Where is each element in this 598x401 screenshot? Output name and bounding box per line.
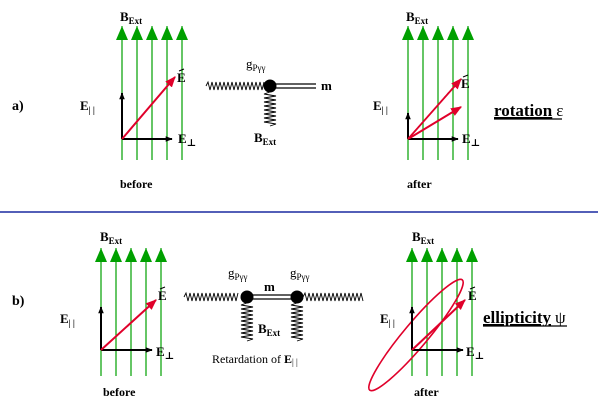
row-b-label: b) — [12, 294, 25, 309]
e-vector-label: E — [177, 70, 186, 85]
field-lines — [402, 26, 474, 160]
e-perp-label: E⊥ — [462, 131, 480, 149]
e-parallel-label: E| | — [80, 98, 95, 115]
after-label: after — [407, 177, 432, 191]
panel-a-before: BExt E| | E⊥ E before — [80, 9, 196, 191]
e-vector-arrow — [121, 76, 176, 140]
e-vector-label: E — [461, 76, 470, 91]
b-ext-label: BExt — [412, 229, 434, 246]
photon-spring-down-left — [240, 302, 254, 342]
before-label: before — [103, 385, 136, 399]
field-lines — [406, 248, 478, 376]
photon-spring-down-right — [290, 302, 304, 342]
panel-b-after: BExt E| | E⊥ E after — [368, 229, 484, 399]
after-label: after — [414, 385, 439, 399]
photon-spring-left — [183, 291, 239, 302]
e-vector-label: E — [158, 288, 167, 303]
vertex-dot — [263, 79, 277, 93]
b-ext-label: BExt — [406, 9, 428, 26]
photon-spring-left — [205, 80, 265, 91]
coupling-label-left: gPγγ — [228, 265, 247, 282]
e-vector-arrow — [100, 299, 157, 351]
panel-b-before: BExt E| | E⊥ E before — [60, 229, 174, 399]
mass-label: m — [321, 78, 332, 93]
panel-a-after: BExt E| | E⊥ E after — [373, 9, 480, 191]
photon-spring-down — [263, 91, 277, 127]
coupling-label: gPγγ — [246, 56, 265, 73]
row-a-label: a) — [12, 99, 24, 114]
vertex-dot-right — [290, 290, 304, 304]
retardation-label: Retardation of E| | — [212, 352, 298, 367]
e-perp-label: E⊥ — [178, 131, 196, 149]
coupling-label-right: gPγγ — [290, 265, 309, 282]
b-ext-label: BExt — [258, 321, 280, 338]
b-ext-label: BExt — [100, 229, 122, 246]
e-vector-label: E — [468, 288, 477, 303]
interaction-diagram-a: gPγγ m BExt — [205, 56, 332, 147]
e-vector-arrow — [407, 78, 462, 140]
b-ext-label: BExt — [254, 130, 276, 147]
polarization-ellipse — [368, 278, 464, 392]
e-parallel-label: E| | — [380, 311, 395, 328]
e-vector-arrow — [411, 299, 466, 351]
mass-label: m — [264, 279, 275, 294]
e-perp-label: E⊥ — [156, 344, 174, 362]
e-parallel-label: E| | — [60, 311, 75, 328]
e-perp-label: E⊥ — [466, 344, 484, 362]
b-ext-label: BExt — [120, 9, 142, 26]
e-parallel-label: E| | — [373, 98, 388, 115]
photon-spring-right — [302, 291, 364, 302]
interaction-diagram-b: gPγγ gPγγ m BExt Retardation of E| | — [183, 265, 364, 367]
e-vector-rotated-arrow — [407, 106, 462, 140]
vertex-dot-left — [240, 290, 254, 304]
before-label: before — [120, 177, 153, 191]
